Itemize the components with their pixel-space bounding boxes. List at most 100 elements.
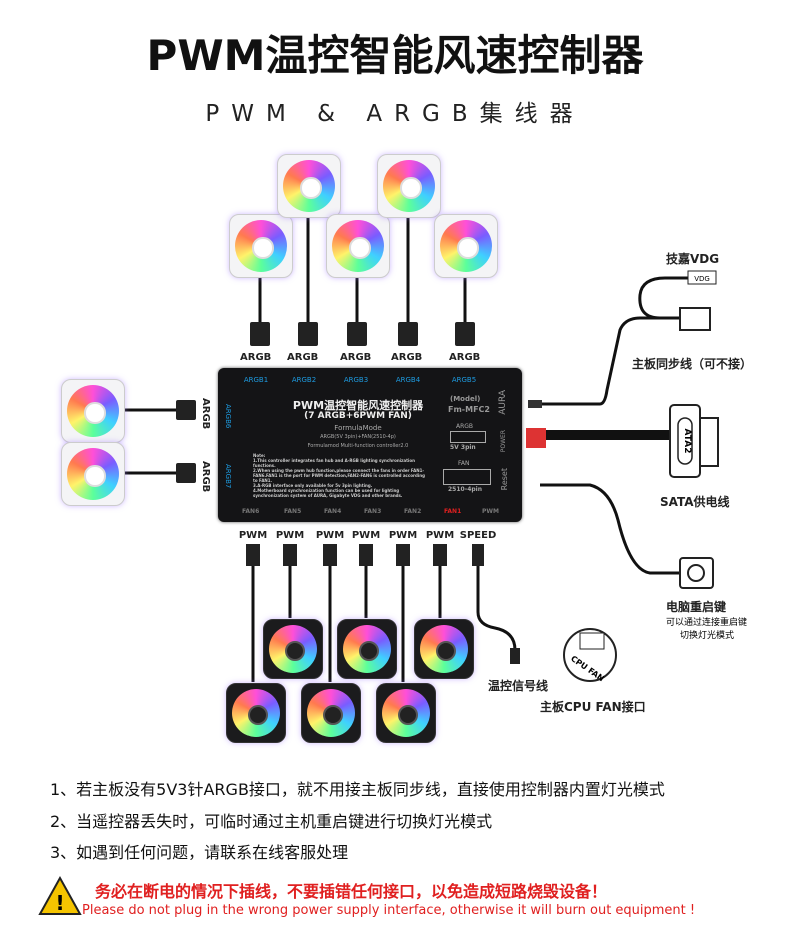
bottom-connector-label: PWM (238, 530, 268, 541)
bottom-connector-label: PWM (425, 530, 455, 541)
fan-port (443, 469, 491, 485)
fan-hub (247, 704, 269, 726)
vdg-plug-text: VDG (694, 275, 710, 283)
port-label: FAN4 (324, 508, 342, 515)
restart-label: 电脑重启键 (666, 600, 727, 614)
top-argb-label: ARGB (391, 352, 423, 363)
fan-hub (284, 640, 306, 662)
bottom-connector-label: PWM (275, 530, 305, 541)
port-label: ARGB2 (291, 376, 317, 384)
model: Fm-MFC2 (448, 405, 490, 414)
fan-hub (435, 640, 457, 662)
argb-fan (337, 619, 397, 679)
fan-pin-label: 2510-4pin (448, 486, 482, 493)
warning-en: Please do not plug in the wrong power su… (82, 903, 696, 918)
note-2: 2、当遥控器丢失时，可临时通过主机重启键进行切换灯光模式 (50, 812, 493, 831)
controller-note: Note: (253, 453, 266, 458)
top-argb-label: ARGB (449, 352, 481, 363)
page-title: PWM温控智能风速控制器 (146, 31, 644, 80)
controller-subtitle: (7 ARGB+6PWM FAN) (304, 411, 412, 421)
fan-hub (300, 177, 322, 199)
fan-hub (322, 704, 344, 726)
sync-plug-icon (679, 307, 711, 331)
fan-hub (400, 177, 422, 199)
top-argb-label: ARGB (287, 352, 319, 363)
fan-hub (457, 237, 479, 259)
controller-brand: FormulaMode (334, 424, 382, 432)
power-label: POWER (500, 430, 507, 453)
warning-cn: 务必在断电的情况下插线，不要插错任何接口，以免造成短路烧毁设备！ (95, 882, 608, 901)
svg-text:ATA2: ATA2 (682, 429, 692, 454)
port-label: FAN6 (242, 508, 260, 515)
port-label: ARGB7 (224, 464, 232, 489)
fan-hub (349, 237, 371, 259)
controller-model-line: Formulamod Multi-function controller2.0 (307, 443, 409, 449)
bottom-connector-label: PWM (388, 530, 418, 541)
fan-hub (252, 237, 274, 259)
port-label: ARGB4 (395, 376, 421, 384)
port-label: FAN1 (444, 508, 462, 515)
restart-button-icon (679, 557, 714, 589)
left-argb-label: ARGB (200, 461, 211, 493)
argb-port-label: ARGB (456, 423, 474, 430)
bottom-connector-label: SPEED (459, 530, 497, 541)
controller-title: PWM温控智能风速控制器 (292, 399, 424, 412)
cpu-fan-header-icon: CPU FAN (563, 628, 617, 683)
left-argb-label: ARGB (200, 398, 211, 430)
port-label: ARGB6 (224, 404, 232, 429)
argb-fan (414, 619, 474, 679)
controller-note: 1.This controller integrates fan hub and… (253, 458, 415, 468)
port-label: ARGB1 (243, 376, 269, 384)
argb-fan (226, 683, 286, 743)
argb-fan (301, 683, 361, 743)
controller-note: 2.When using the pwm hub function,please… (253, 468, 425, 483)
argb-fan (376, 683, 436, 743)
temp-signal-label: 温控信号线 (488, 679, 549, 693)
argb-fan (377, 154, 441, 218)
argb-fan (263, 619, 323, 679)
argb-port (450, 431, 486, 443)
bottom-connector-label: PWM (351, 530, 381, 541)
top-argb-label: ARGB (240, 352, 272, 363)
model-label: (Model) (450, 395, 481, 403)
vdg-label: 技嘉VDG (666, 252, 720, 266)
sata-connector-icon: ATA2 (669, 404, 719, 478)
port-label: ARGB3 (343, 376, 369, 384)
reset-label: Reset (500, 468, 509, 491)
argb-fan (229, 214, 293, 278)
controller-note: 4.Motherboard synchronization function c… (253, 488, 403, 498)
port-label: FAN3 (364, 508, 382, 515)
port-label: FAN5 (284, 508, 302, 515)
sata-label: SATA供电线 (660, 495, 730, 509)
warning-triangle-icon: ! (38, 875, 82, 915)
page-subtitle: PWM & ARGB集线器 (205, 101, 585, 127)
fan-hub (397, 704, 419, 726)
controller-spec: ARGB(5V 3pin)+FAN(2510-4p) (320, 434, 396, 440)
note-1: 1、若主板没有5V3针ARGB接口，就不用接主板同步线，直接使用控制器内置灯光模… (50, 780, 665, 799)
argb-fan (277, 154, 341, 218)
bottom-connector-label: PWM (315, 530, 345, 541)
aura-label: AURA (498, 390, 508, 415)
note-3: 3、如遇到任何问题，请联系在线客服处理 (50, 843, 349, 862)
fan-hub (358, 640, 380, 662)
restart-desc: 切换灯光模式 (680, 631, 735, 641)
argb-fan (434, 214, 498, 278)
argb-fan (326, 214, 390, 278)
sync-line-label: 主板同步线（可不接） (632, 357, 753, 371)
argb-fan (61, 379, 125, 443)
cpu-fan-label: 主板CPU FAN接口 (540, 700, 646, 714)
svg-text:!: ! (55, 891, 64, 915)
controller-note: 3.A-RGB interface only available for 5v … (253, 483, 373, 488)
restart-desc: 可以通过连接重启键 (666, 618, 748, 628)
fan-port-label: FAN (458, 460, 470, 467)
port-label: FAN2 (404, 508, 422, 515)
argb-fan (61, 442, 125, 506)
fan-hub (84, 402, 106, 424)
argb-pin-label: 5V 3pin (450, 444, 476, 451)
top-argb-label: ARGB (340, 352, 372, 363)
port-label: PWM (482, 508, 499, 515)
fan-hub (84, 465, 106, 487)
